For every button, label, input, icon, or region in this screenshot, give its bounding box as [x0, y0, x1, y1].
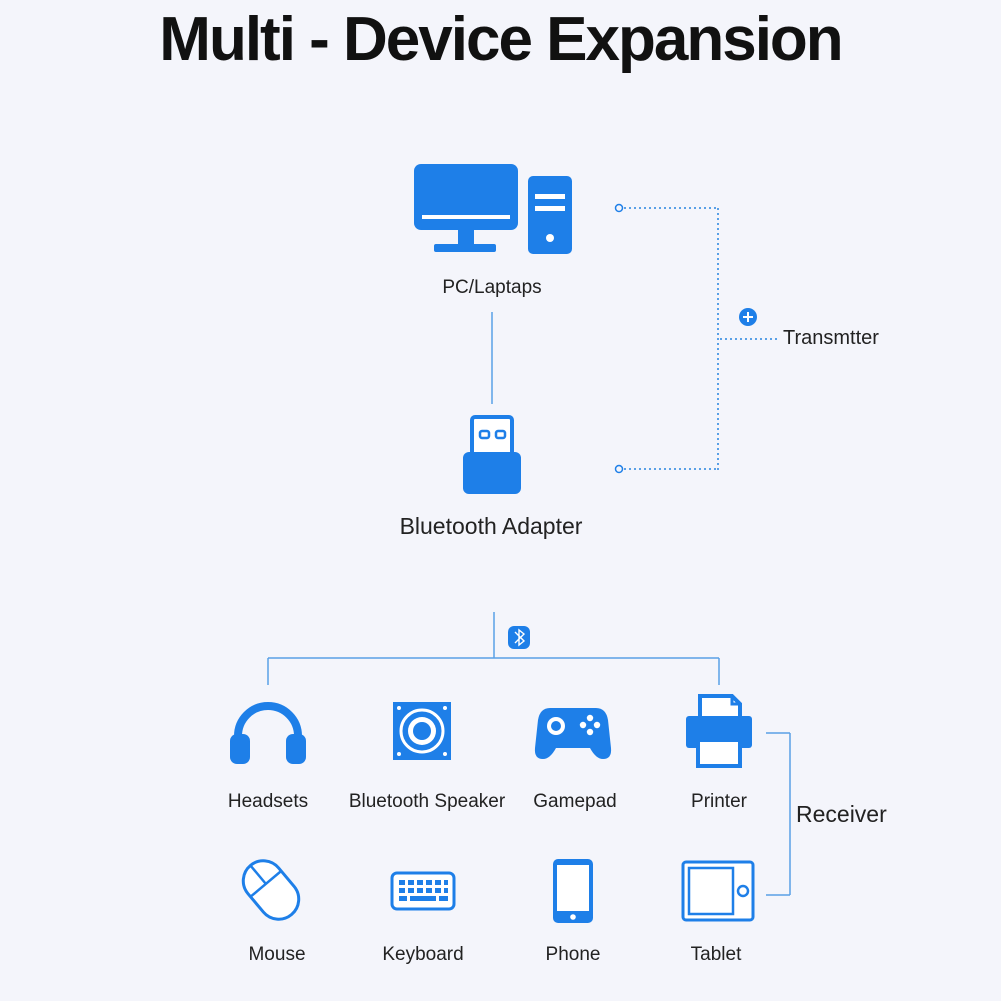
- gamepad-icon: [534, 708, 612, 759]
- pc-label: PC/Laptaps: [442, 277, 542, 298]
- device-label-mouse: Mouse: [248, 944, 306, 965]
- headset-icon: [230, 702, 306, 764]
- device-label-printer: Printer: [691, 791, 747, 812]
- bluetooth-tree: [267, 612, 720, 685]
- device-label-keyboard: Keyboard: [382, 944, 464, 965]
- pc-icon: [414, 164, 572, 254]
- transmitter-bracket: [624, 207, 778, 470]
- keyboard-icon: [390, 871, 456, 911]
- device-label-tablet: Tablet: [690, 944, 742, 965]
- device-label-gamepad: Gamepad: [533, 791, 617, 812]
- device-label-headsets: Headsets: [227, 791, 309, 812]
- speaker-icon: [393, 702, 451, 760]
- page-title: Multi - Device Expansion: [159, 5, 843, 74]
- tablet-icon: [681, 860, 755, 922]
- mouse-icon: [241, 859, 301, 921]
- transmitter-label: Transmtter: [783, 327, 879, 349]
- receiver-bracket: [766, 732, 791, 896]
- plus-icon: [739, 308, 757, 326]
- usb-adapter-icon: [463, 415, 521, 494]
- receiver-label: Receiver: [796, 801, 887, 827]
- device-label-phone: Phone: [545, 944, 601, 965]
- printer-icon: [686, 694, 752, 768]
- phone-icon: [553, 859, 593, 923]
- device-label-bluetooth-speaker: Bluetooth Speaker: [348, 791, 506, 812]
- bluetooth-icon: [508, 626, 530, 649]
- adapter-label: Bluetooth Adapter: [399, 513, 583, 539]
